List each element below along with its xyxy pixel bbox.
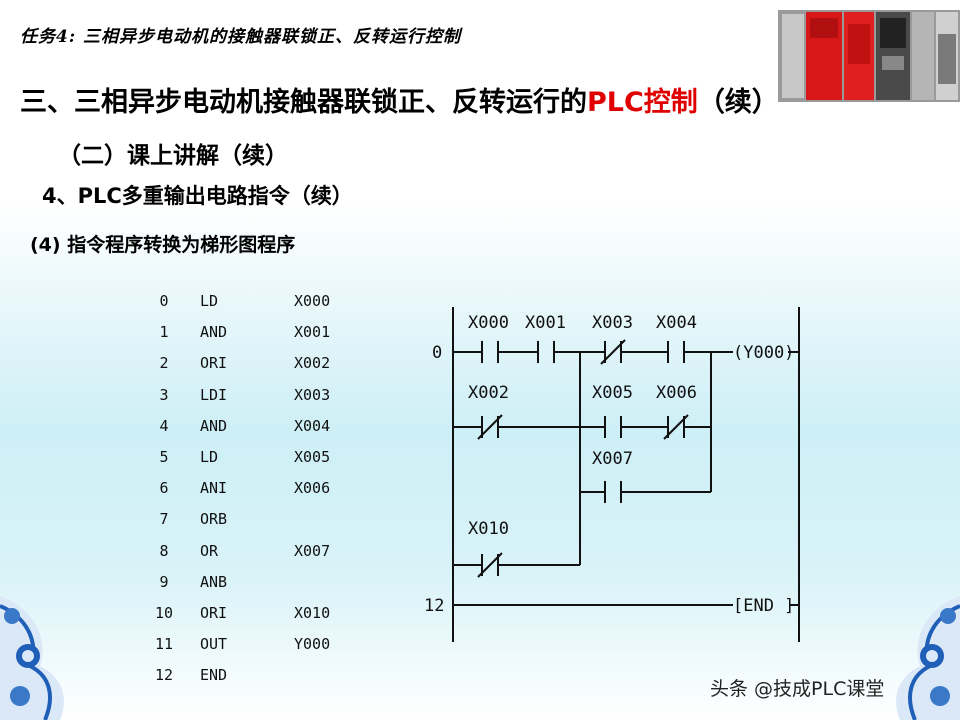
instruction-opcode: ORB xyxy=(200,510,228,529)
instruction-operand: X003 xyxy=(294,385,331,404)
instruction-opcode: OR xyxy=(200,541,219,560)
instruction-step: 7 xyxy=(159,510,169,529)
contact-label-x005: X005 xyxy=(592,383,633,403)
instruction-operand: X002 xyxy=(294,354,331,373)
left-corner-ornament xyxy=(0,596,64,720)
subtitle-lecture: （二）课上讲解（续） xyxy=(58,143,288,169)
contact-label-x010: X010 xyxy=(468,519,509,539)
contact-label-x001: X001 xyxy=(525,313,566,333)
instruction-opcode: LD xyxy=(200,292,219,310)
instruction-step: 10 xyxy=(154,603,174,622)
instruction-opcode: END xyxy=(200,666,228,685)
contact-label-x004: X004 xyxy=(656,313,697,333)
watermark: 头条 @技成PLC课堂 xyxy=(710,678,885,700)
instruction-step: 1 xyxy=(159,323,169,342)
instruction-step: 4 xyxy=(159,416,169,435)
coil-y000: (Y000) xyxy=(733,343,794,363)
instruction-opcode: AND xyxy=(200,416,228,435)
instruction-operand: X005 xyxy=(294,447,331,466)
plc-device-image xyxy=(778,10,960,102)
instruction-operand: Y000 xyxy=(294,635,331,654)
instruction-operand: X006 xyxy=(294,479,331,498)
instruction-step: 0 xyxy=(159,292,169,310)
step-label-12: 12 xyxy=(424,596,444,616)
instruction-step: 6 xyxy=(159,479,169,498)
instruction-opcode: LD xyxy=(200,447,219,466)
instruction-operand: X004 xyxy=(294,416,331,435)
instruction-opcode: ORI xyxy=(200,354,228,373)
subtitle-topic: (4) 指令程序转换为梯形图程序 xyxy=(30,234,296,256)
instruction-opcode: ORI xyxy=(200,603,228,622)
subtitle-section: 4、PLC多重输出电路指令（续） xyxy=(42,184,353,208)
instruction-opcode: LDI xyxy=(200,385,228,404)
right-corner-ornament xyxy=(896,596,960,720)
instruction-operand: X010 xyxy=(294,603,331,622)
instruction-opcode: OUT xyxy=(200,635,228,654)
title-part2: PLC控制 xyxy=(587,87,698,118)
instruction-opcode: ANB xyxy=(200,572,228,591)
title-part1: 三、三相异步电动机接触器联锁正、反转运行的 xyxy=(20,87,587,118)
title-part3: （续） xyxy=(697,87,779,118)
header-line: 任务4: 三相异步电动机的接触器联锁正、反转运行控制 xyxy=(20,27,462,47)
step-label-0: 0 xyxy=(432,343,442,363)
instruction-step: 3 xyxy=(159,385,169,404)
contact-label-x006: X006 xyxy=(656,383,697,403)
end-instruction: [END ] xyxy=(733,596,794,616)
instruction-step: 11 xyxy=(154,635,174,654)
instruction-step: 8 xyxy=(159,541,169,560)
instruction-step: 9 xyxy=(159,572,169,591)
contact-label-x007: X007 xyxy=(592,449,633,469)
page-title: 三、三相异步电动机接触器联锁正、反转运行的PLC控制（续） xyxy=(20,80,779,119)
instruction-step: 5 xyxy=(159,447,169,466)
instruction-operand: X000 xyxy=(294,292,331,310)
instruction-opcode: AND xyxy=(200,323,228,342)
instruction-operand: X001 xyxy=(294,323,331,342)
contact-label-x003: X003 xyxy=(592,313,633,333)
instruction-step: 12 xyxy=(154,666,174,685)
contact-label-x000: X000 xyxy=(468,313,509,333)
instruction-opcode: ANI xyxy=(200,479,228,498)
instruction-step: 2 xyxy=(159,354,169,373)
contact-label-x002: X002 xyxy=(468,383,509,403)
instruction-operand: X007 xyxy=(294,541,331,560)
